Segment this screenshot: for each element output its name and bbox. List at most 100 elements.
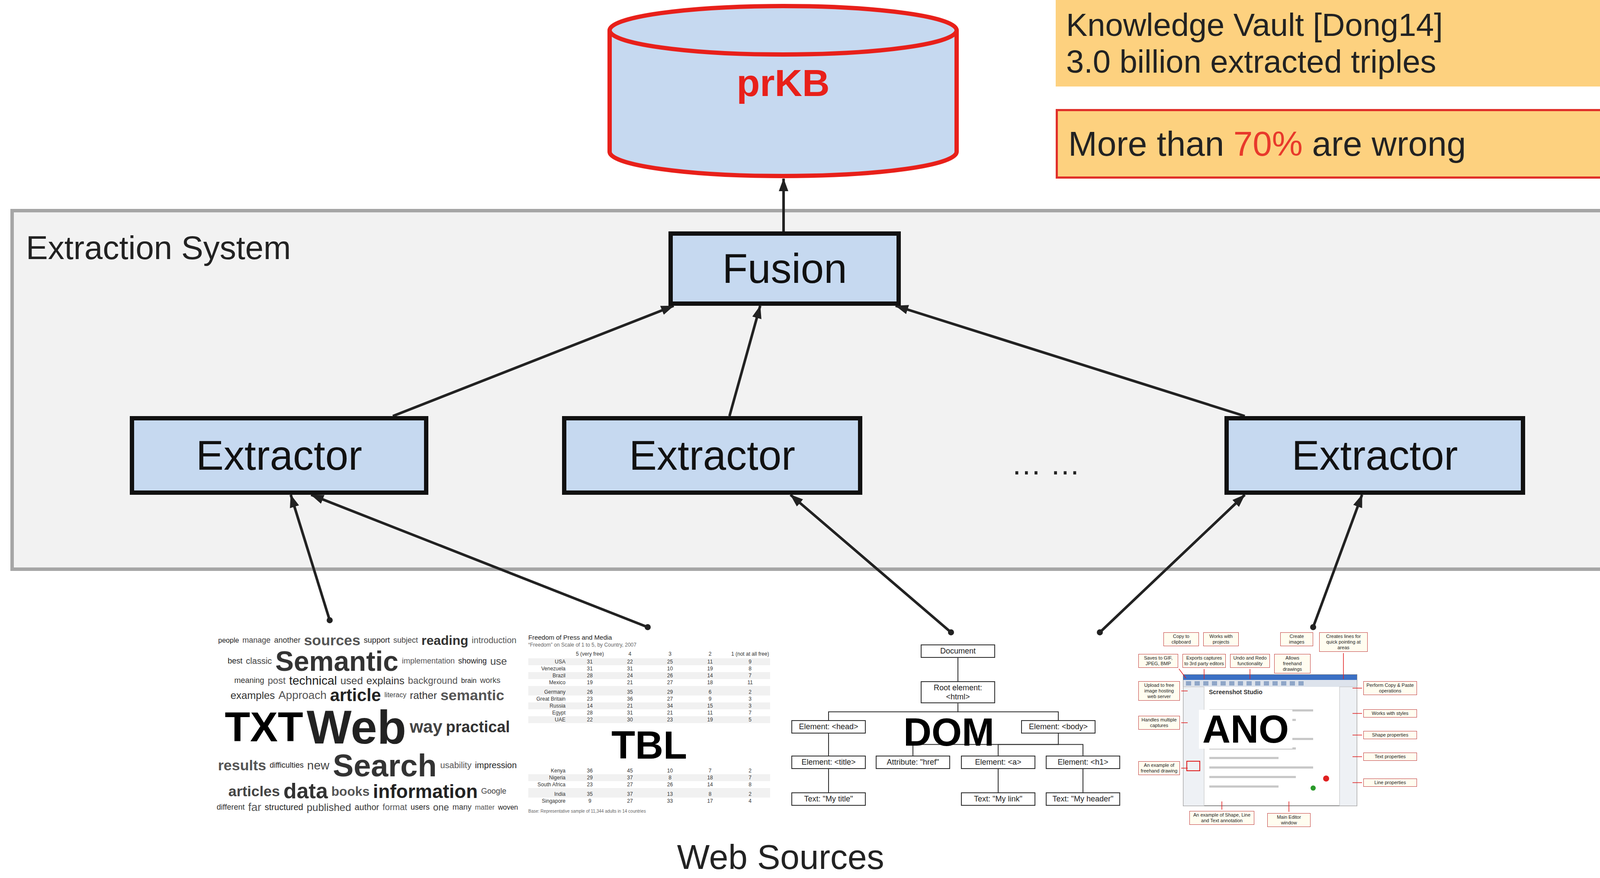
- corner-cell: [528, 651, 570, 659]
- toolbar-icon: [1211, 681, 1218, 686]
- cloud-word: literacy: [384, 691, 407, 699]
- table-value: 8: [690, 788, 731, 798]
- tree-line: [998, 733, 1059, 756]
- cloud-word: technical: [289, 674, 338, 687]
- cloud-word: format: [382, 803, 408, 813]
- cloud-word: Semantic: [275, 648, 399, 676]
- tree-line: [828, 769, 829, 793]
- system-band: Extraction SystemFusionExtractorExtracto…: [10, 208, 1600, 572]
- table-footnote: Base: Representative sample of 11,344 ad…: [528, 808, 771, 816]
- data-table: Freedom of Press and Media“Freedom” on S…: [528, 627, 771, 816]
- cloud-word: reading: [421, 634, 469, 647]
- table-value: 26: [569, 686, 611, 696]
- table-value: 27: [649, 695, 691, 703]
- toolbar: [1183, 680, 1357, 688]
- table-value: 8: [649, 774, 691, 782]
- cloud-word: impression: [475, 761, 518, 771]
- leader-line: [1352, 713, 1363, 715]
- dom-box: Document: [920, 644, 996, 659]
- note-text: 3.0 billion extracted triples: [1066, 43, 1600, 81]
- table-value: 22: [569, 716, 611, 724]
- table-value: 8: [729, 781, 771, 789]
- source-label: TXT: [224, 706, 303, 749]
- cloud-word: results: [218, 758, 267, 773]
- freehand-shape: [1186, 761, 1200, 772]
- dom-box: Attribute: "href": [875, 755, 951, 770]
- table-value: 21: [610, 702, 651, 710]
- cloud-word: books: [331, 785, 370, 798]
- leader-line: [1352, 756, 1363, 758]
- country-name: South Africa: [528, 781, 570, 789]
- cloud-word: post: [267, 676, 286, 686]
- toolbar-icon: [1263, 681, 1270, 686]
- country-name: Brazil: [528, 672, 570, 680]
- callout: Upload to free image hosting web server: [1138, 681, 1180, 701]
- table-value: 28: [569, 672, 611, 680]
- callout: Line properties: [1363, 778, 1417, 788]
- callout: Handles multiple captures: [1138, 716, 1180, 730]
- connector-arrow: [729, 305, 761, 417]
- tree-line: [1082, 769, 1084, 793]
- source-label: DOM: [862, 713, 1036, 752]
- cloud-word: way: [409, 718, 443, 736]
- connector-dot: [644, 624, 651, 631]
- table-value: 7: [729, 672, 771, 680]
- table-value: 27: [610, 781, 651, 789]
- toolbar-icon: [1246, 681, 1252, 686]
- country-name: USA: [528, 658, 570, 666]
- cloud-word: far: [247, 802, 261, 813]
- process-box: Extractor: [1224, 416, 1526, 495]
- note-text: More than: [1068, 125, 1225, 164]
- box-label: Extractor: [1291, 432, 1458, 479]
- cloud-word: works: [479, 677, 501, 685]
- leader-line: [1249, 669, 1251, 680]
- connector-arrow: [1099, 494, 1245, 633]
- dom-box: Element: <h1>: [1045, 755, 1121, 770]
- cloud-word: manage: [242, 636, 271, 645]
- table-value: 24: [610, 672, 651, 680]
- text-line: [1209, 785, 1279, 788]
- title-bar: [1183, 674, 1357, 681]
- column-header: 2: [690, 651, 731, 659]
- cloud-word: meaning: [234, 677, 265, 685]
- marker-dot: [1310, 785, 1316, 791]
- table-value: 37: [610, 774, 651, 782]
- table-value: 35: [569, 788, 611, 798]
- table-value: 17: [690, 797, 731, 805]
- connector-arrow: [782, 178, 785, 232]
- column-header: 3: [649, 651, 691, 659]
- column-header: 5 (very free): [569, 651, 611, 659]
- table-value: 23: [569, 695, 611, 703]
- cylinder-top: [609, 6, 957, 55]
- cloud-word: implementation: [401, 657, 455, 666]
- text-line: [1209, 776, 1296, 779]
- cloud-word: data: [283, 780, 328, 803]
- table-value: 9: [569, 797, 611, 805]
- table-value: 13: [649, 788, 691, 798]
- table-value: 6: [690, 686, 731, 696]
- tree-line: [997, 769, 999, 793]
- cloud-word: article: [330, 687, 382, 704]
- table-value: 37: [610, 788, 651, 798]
- toolbar-icon: [1289, 681, 1295, 686]
- cloud-word: Approach: [278, 690, 327, 701]
- table-value: 14: [690, 672, 731, 680]
- table-grid: 5 (very free)4321 (not at all free)USA31…: [528, 651, 771, 805]
- callout: Creates lines for quick pointing at area…: [1319, 632, 1368, 653]
- leader-line: [1288, 801, 1290, 813]
- window-frame: [1183, 674, 1357, 807]
- table-value: 31: [569, 665, 611, 673]
- cloud-word: published: [306, 802, 352, 813]
- table-value: 7: [690, 767, 731, 775]
- cloud-word: use: [490, 656, 508, 667]
- cloud-word: best: [227, 657, 243, 666]
- note-text: are wrong: [1312, 125, 1467, 164]
- leader-line: [1352, 687, 1363, 689]
- web-source: Freedom of Press and Media“Freedom” on S…: [528, 627, 771, 832]
- marker-dot: [1323, 775, 1330, 782]
- dom-box: Text: "My link": [960, 792, 1036, 807]
- dom-box: Element: <title>: [791, 755, 866, 770]
- cloud-word: Search: [332, 750, 437, 782]
- cloud-word: brain: [461, 677, 477, 685]
- cloud-word: sources: [303, 633, 360, 648]
